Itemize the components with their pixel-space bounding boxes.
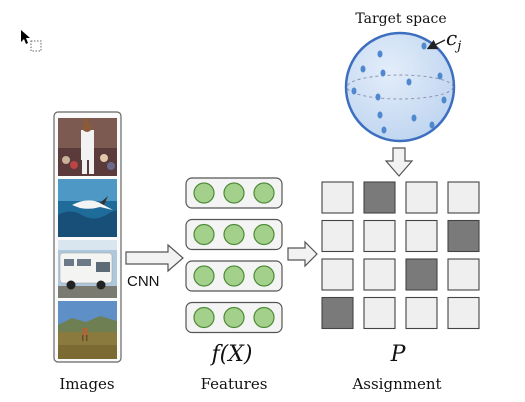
- assignment-cell: [321, 258, 354, 291]
- assignment-matrix: [321, 181, 480, 330]
- assignment-cell-active: [321, 296, 354, 330]
- assignment-cell: [447, 258, 480, 291]
- camper-van-photo: [58, 240, 117, 298]
- images-column: [53, 111, 122, 363]
- feature-cell: [193, 223, 215, 246]
- features-column: [185, 177, 283, 334]
- feature-cell: [193, 182, 215, 204]
- feature-cell: [193, 306, 215, 329]
- svg-text:cj: cj: [446, 26, 461, 54]
- cnn-arrow: [125, 243, 184, 273]
- assignment-cell: [363, 219, 396, 253]
- assignment-cell-active: [447, 219, 480, 253]
- assignment-cell: [405, 219, 438, 253]
- centroid-symbol: c: [446, 26, 457, 50]
- mouse-cursor-icon: [21, 30, 42, 52]
- assignment-cell: [405, 181, 438, 214]
- feature-cell: [193, 265, 215, 287]
- field-animal-photo: [58, 301, 117, 359]
- assignment-cell: [447, 296, 480, 330]
- assignment-cell: [363, 258, 396, 291]
- features-to-assignment-arrow: [287, 240, 318, 268]
- assignment-cell-active: [363, 181, 396, 214]
- assignment-symbol: P: [390, 342, 407, 367]
- features-formula: f(X): [210, 342, 253, 367]
- assignment-cell: [447, 181, 480, 214]
- images-caption: Images: [59, 375, 114, 393]
- feature-cell: [223, 265, 245, 287]
- assignment-cell: [363, 296, 396, 330]
- target-space-title: Target space: [355, 11, 446, 27]
- feature-cell: [223, 223, 245, 246]
- centroid-label: cj: [426, 26, 461, 54]
- feature-cell: [223, 306, 245, 329]
- target-space-sphere: [344, 31, 456, 143]
- features-caption: Features: [201, 375, 268, 393]
- feature-cell: [253, 265, 275, 287]
- sphere-to-assignment-arrow: [384, 147, 414, 177]
- basketball-photo: [58, 118, 117, 176]
- cnn-label: CNN: [127, 273, 160, 290]
- feature-cell: [253, 182, 275, 204]
- assignment-cell: [321, 219, 354, 253]
- assignment-caption: Assignment: [351, 375, 441, 393]
- assignment-cell-active: [405, 258, 438, 291]
- feature-cell: [223, 182, 245, 204]
- seabird-photo: [58, 179, 118, 237]
- feature-cell: [253, 223, 275, 246]
- feature-cell: [253, 306, 275, 329]
- assignment-cell: [405, 296, 438, 330]
- centroid-subscript: j: [454, 39, 461, 54]
- assignment-cell: [321, 181, 354, 214]
